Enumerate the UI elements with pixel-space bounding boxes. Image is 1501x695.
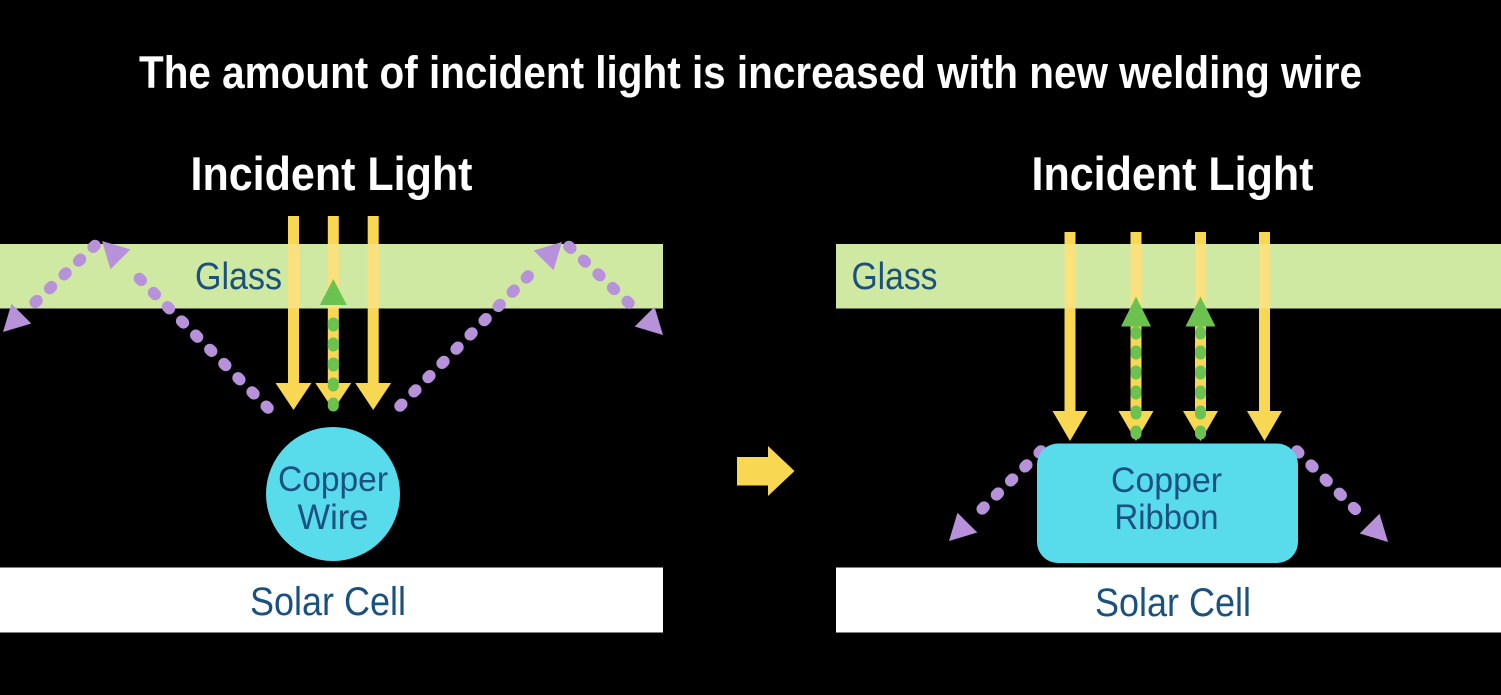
reflected-ray-right-outer-left xyxy=(949,445,1047,541)
glass-band-right xyxy=(836,244,1501,309)
reflected-ray-arrowhead-icon xyxy=(3,303,32,332)
left-panel: Incident Light Glass Copper Wire Solar C… xyxy=(0,147,663,633)
reflected-ray-arrowhead-icon xyxy=(949,512,978,541)
returned-ray-arrowhead-icon xyxy=(1121,296,1151,327)
reflected-ray-left-inner xyxy=(394,240,663,412)
reflected-ray-right-outer-right xyxy=(1291,445,1388,542)
shaft-glass-tint xyxy=(327,244,339,309)
solar-cell-label-right: Solar Cell xyxy=(1095,581,1251,625)
glass-label-left: Glass xyxy=(195,256,282,298)
copper-wire-label-line1: Copper xyxy=(278,460,388,499)
shaft-glass-tint xyxy=(1130,244,1142,309)
incident-arrow-shaft xyxy=(367,216,379,384)
incident-arrow-head-icon xyxy=(1052,411,1088,441)
reflected-ray-dashes xyxy=(563,240,646,320)
returned-light-ray-left xyxy=(319,279,347,412)
reflected-ray-left-outer xyxy=(3,239,274,414)
returned-light-ray-right-1 xyxy=(1121,296,1151,440)
shaft-glass-tint xyxy=(367,244,379,309)
reflected-ray-dashes xyxy=(1291,445,1371,525)
solar-cell-label-left: Solar Cell xyxy=(250,580,406,624)
reflected-ray-dashes xyxy=(20,239,101,317)
copper-ribbon-label-line2: Ribbon xyxy=(1115,498,1219,537)
copper-wire-circle xyxy=(266,427,400,561)
incident-arrow-shaft xyxy=(1064,232,1076,411)
glass-label-right: Glass xyxy=(852,256,938,298)
incident-arrow-head-icon xyxy=(315,383,352,410)
copper-ribbon-rect xyxy=(1037,443,1298,563)
incident-light-label-right: Incident Light xyxy=(1032,147,1314,200)
incident-arrow-shaft xyxy=(1259,232,1270,411)
incident-arrow-shaft xyxy=(288,216,299,384)
transition-arrow-icon xyxy=(737,446,795,496)
returned-ray-arrowhead-icon xyxy=(1185,296,1216,327)
reflected-ray-dashes xyxy=(394,259,545,412)
solar-cell-band-left xyxy=(0,567,663,633)
incident-light-label-left: Incident Light xyxy=(191,147,473,200)
shaft-glass-tint xyxy=(1259,244,1270,309)
shaft-glass-tint xyxy=(1064,244,1076,309)
returned-light-ray-right-2 xyxy=(1185,296,1216,440)
reflected-ray-dashes xyxy=(966,445,1047,525)
reflected-ray-arrowhead-icon xyxy=(102,241,131,270)
incident-arrow-head-icon xyxy=(1247,411,1282,441)
reflected-ray-arrowhead-icon xyxy=(634,306,663,335)
right-panel: Incident Light Glass Copper Ribbon Solar… xyxy=(836,147,1501,633)
shaft-glass-tint xyxy=(288,244,299,309)
shaft-glass-tint xyxy=(1195,244,1206,309)
incident-arrow-head-icon xyxy=(275,383,312,410)
solar-cell-band-right xyxy=(836,567,1501,633)
copper-wire-label-line2: Wire xyxy=(298,498,369,537)
incident-arrow-head-icon xyxy=(355,383,392,410)
reflected-ray-dashes xyxy=(122,261,274,414)
page-title: The amount of incident light is increase… xyxy=(139,47,1362,98)
returned-ray-arrowhead-icon xyxy=(319,279,347,305)
reflected-ray-arrowhead-icon xyxy=(533,242,562,271)
copper-ribbon-label-line1: Copper xyxy=(1111,461,1222,500)
reflected-ray-arrowhead-icon xyxy=(1359,513,1388,542)
